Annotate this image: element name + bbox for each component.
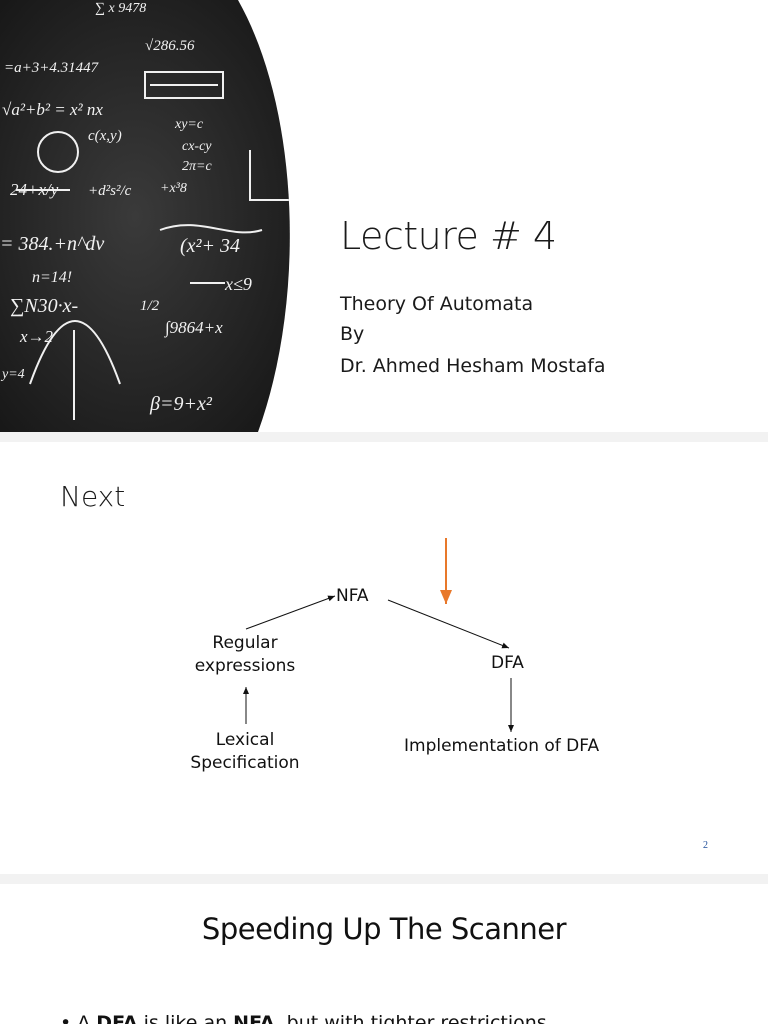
chalk-formula: (x²+ 34 — [180, 235, 240, 257]
node-nfa: NFA — [336, 586, 369, 606]
lecture-title: Lecture # 4 — [340, 214, 557, 258]
bullet-text: , but with tighter restrictions — [274, 1012, 547, 1024]
chalk-formula: c(x,y) — [88, 128, 122, 144]
bullet-dfa-vs-nfa: • A DFA is like an NFA, but with tighter… — [60, 1012, 547, 1024]
chalk-formula: ∑N30·x- — [10, 295, 78, 317]
chalkboard-image: =a+3+4.31447 √a²+b² = x² nx c(x,y) xy=c cx-c… — [0, 0, 290, 432]
bullet-bold-dfa: DFA — [96, 1012, 138, 1024]
chalk-formula: +d²s²/c — [88, 183, 132, 199]
chalk-formula: = 384.+n^dv — [0, 233, 104, 255]
node-regex-line1: Regular — [212, 633, 278, 653]
arrow-regex-to-nfa — [245, 595, 336, 630]
bullet-text: is like an — [137, 1012, 234, 1024]
chalk-formula: cx-cy — [182, 139, 212, 154]
node-regex-line2: expressions — [194, 656, 296, 676]
chalk-formula: ∫9864+x — [164, 318, 223, 338]
slide-title: =a+3+4.31447 √a²+b² = x² nx c(x,y) xy=c cx-c… — [0, 0, 768, 432]
author-name: Dr. Ahmed Hesham Mostafa — [340, 355, 606, 377]
slide-title-next: Next — [60, 480, 126, 513]
page-number: 2 — [703, 840, 708, 851]
bullet-marker: • — [60, 1012, 78, 1024]
bullet-bold-nfa: NFA — [233, 1012, 275, 1024]
node-lexical-line2: Specification — [190, 753, 300, 773]
slide-title-speeding: Speeding Up The Scanner — [201, 912, 567, 946]
chalk-formula: √286.56 — [145, 38, 195, 54]
arrow-nfa-to-dfa — [387, 599, 510, 649]
chalk-formula: =a+3+4.31447 — [4, 60, 100, 76]
chalk-formula: y=4 — [0, 367, 25, 382]
slide-next: Next NFA Regular expressions DFA Lexical… — [0, 442, 768, 874]
course-name: Theory Of Automata — [340, 293, 534, 315]
node-implementation-of-dfa: Implementation of DFA — [404, 736, 600, 756]
chalk-formula: √a²+b² = x² nx — [2, 100, 103, 119]
bullet-text: A — [77, 1012, 97, 1024]
chalk-formula: 1/2 — [140, 298, 160, 314]
chalk-formula: xy=c — [174, 117, 204, 132]
node-dfa: DFA — [491, 653, 524, 673]
chalk-formula: x→2 — [19, 327, 54, 346]
node-lexical-specification: Lexical Specification — [180, 729, 310, 775]
slide-separator — [0, 432, 768, 442]
slide-speeding-up: Speeding Up The Scanner • A DFA is like … — [0, 884, 768, 1024]
chalk-formula: n=14! — [32, 269, 72, 286]
chalk-formula: β=9+x² — [149, 393, 213, 415]
slide-separator — [0, 874, 768, 884]
chalk-formula: 2π=c — [182, 159, 212, 174]
node-lexical-line1: Lexical — [215, 730, 275, 750]
flow-diagram — [243, 538, 514, 732]
chalk-formula: ∑ x 9478 — [95, 1, 146, 16]
by-label: By — [340, 323, 365, 345]
node-regular-expressions: Regular expressions — [185, 632, 305, 678]
chalk-formula: x≤9 — [224, 274, 252, 294]
chalk-formula: +x³8 — [160, 181, 187, 196]
